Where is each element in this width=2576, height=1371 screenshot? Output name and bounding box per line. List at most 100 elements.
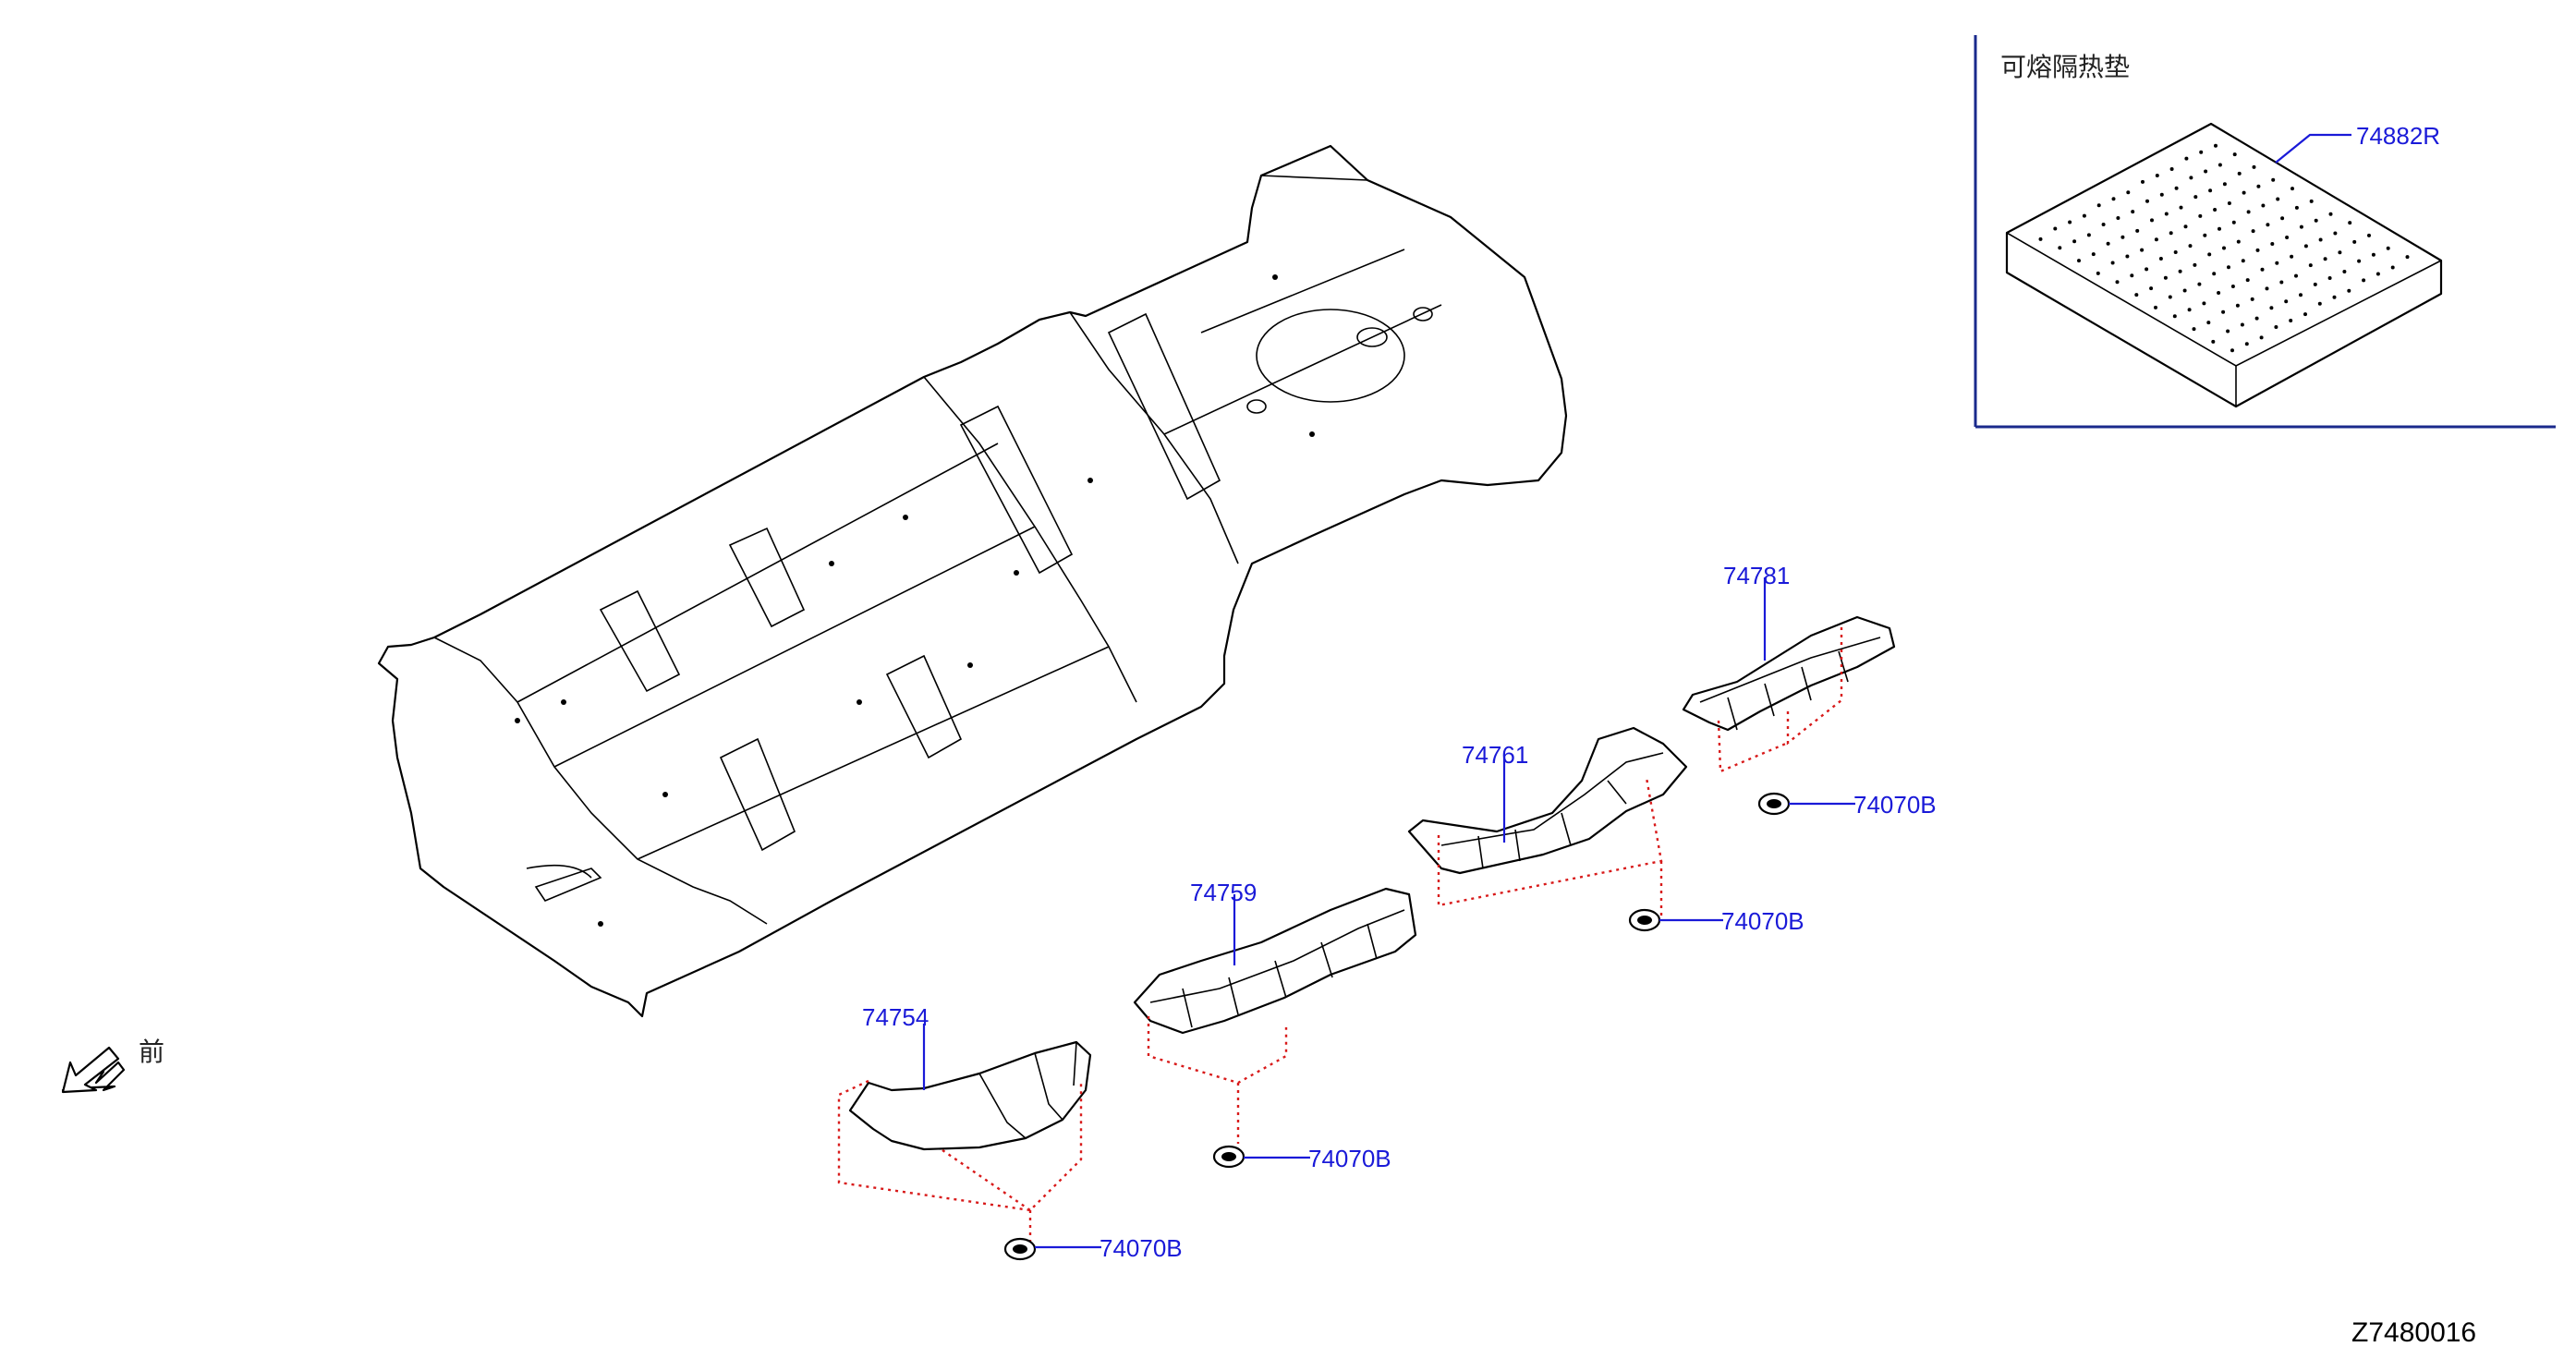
pad-texture-dot xyxy=(2255,248,2260,252)
inset-title: 可熔隔热垫 xyxy=(2000,52,2130,82)
pad-texture-dot xyxy=(2371,252,2376,257)
pad-texture-dot xyxy=(2082,213,2086,218)
pad-texture-dot xyxy=(2115,280,2120,285)
pad-texture-dot xyxy=(2206,321,2211,325)
pad-texture-dot xyxy=(2333,231,2338,236)
pad-texture-dot xyxy=(2352,239,2357,244)
pad-texture-dot xyxy=(2183,224,2188,229)
pad-texture-dot xyxy=(2242,190,2246,195)
pad-texture-dot xyxy=(2241,259,2245,263)
pad-texture-dot xyxy=(2289,319,2293,322)
pad-texture-dot xyxy=(2169,231,2173,236)
pad-texture-dot xyxy=(2193,195,2198,200)
pad-texture-dot xyxy=(2126,190,2131,195)
pad-texture-dot xyxy=(2231,220,2236,224)
pad-texture-dot xyxy=(2246,210,2251,214)
pad-texture-dot xyxy=(2213,208,2218,212)
pad-texture-dot xyxy=(2053,226,2058,231)
pad-texture-dot xyxy=(2202,301,2206,306)
pad-texture-dot xyxy=(2299,224,2303,229)
pad-texture-dot xyxy=(2299,293,2303,297)
pad-texture-dot xyxy=(2338,250,2342,255)
pad-texture-dot xyxy=(2222,182,2227,187)
pad-texture-dot xyxy=(2357,259,2362,263)
pad-texture-dot xyxy=(2169,167,2174,171)
pad-texture-dot xyxy=(2110,261,2115,265)
pad-texture-dot xyxy=(2236,239,2241,244)
pad-texture-dot xyxy=(2276,197,2280,201)
pad-texture-dot xyxy=(2317,301,2322,306)
pad-texture-dot xyxy=(2077,259,2081,263)
pad-texture-dot xyxy=(2158,257,2163,261)
pad-texture-dot xyxy=(2140,248,2145,252)
pad-texture-dot xyxy=(2245,278,2250,283)
pad-texture-dot xyxy=(2173,250,2178,254)
rear-heat-insulator-icon xyxy=(1682,615,1896,732)
pad-texture-dot xyxy=(2270,242,2275,246)
clip-icon xyxy=(1628,908,1661,932)
pad-texture-dot xyxy=(2154,237,2158,242)
pad-texture-dot xyxy=(2096,271,2100,275)
clip-number-3[interactable]: 74070B xyxy=(1308,1145,1391,1172)
pad-texture-dot xyxy=(2218,226,2221,231)
pad-texture-dot xyxy=(2038,237,2043,241)
pad-texture-dot xyxy=(2260,267,2265,272)
clip-number-1[interactable]: 74070B xyxy=(1853,791,1937,819)
pad-texture-dot xyxy=(2405,255,2410,260)
pad-texture-dot xyxy=(2187,308,2192,312)
inset-panel: 可熔隔热垫 74882R xyxy=(1974,35,2556,429)
pad-texture-dot xyxy=(2226,329,2230,334)
pad-texture-dot xyxy=(2265,286,2269,291)
pad-texture-dot xyxy=(2275,261,2279,265)
pad-texture-dot xyxy=(2218,163,2222,167)
pad-texture-dot xyxy=(2150,218,2154,223)
pad-texture-dot xyxy=(2101,223,2106,226)
pad-texture-dot xyxy=(2221,309,2226,314)
pad-texture-dot xyxy=(2155,174,2159,177)
pad-texture-dot xyxy=(2347,288,2351,293)
pad-texture-dot xyxy=(2279,280,2284,285)
pad-texture-dot xyxy=(2308,263,2313,268)
pad-texture-dot xyxy=(2269,306,2274,310)
part-number-74761[interactable]: 74761 xyxy=(1462,741,1528,769)
pad-texture-dot xyxy=(2285,236,2290,239)
pad-texture-dot xyxy=(2390,265,2395,270)
pad-texture-dot xyxy=(2149,286,2154,291)
front-label: 前 xyxy=(139,1037,164,1067)
pad-texture-dot xyxy=(2178,269,2182,273)
center-heat-insulator-icon xyxy=(1133,887,1417,1035)
pad-texture-dot xyxy=(2222,246,2226,250)
pad-texture-dot xyxy=(2217,291,2221,295)
part-number-74882R[interactable]: 74882R xyxy=(2356,122,2440,150)
pad-texture-dot xyxy=(2189,176,2193,180)
pad-texture-dot xyxy=(2303,312,2307,317)
pad-texture-dot xyxy=(2256,184,2261,188)
pad-texture-dot xyxy=(2207,252,2212,257)
pad-texture-dot xyxy=(2235,303,2240,308)
part-number-74781[interactable]: 74781 xyxy=(1723,562,1790,589)
clip-icon xyxy=(1757,792,1791,816)
pad-texture-dot xyxy=(2318,237,2323,242)
pad-texture-dot xyxy=(2261,203,2266,208)
pad-texture-dot xyxy=(2251,229,2255,234)
pad-texture-dot xyxy=(2086,233,2091,237)
clip-icon xyxy=(1003,1237,1037,1261)
pad-texture-dot xyxy=(2125,254,2130,259)
pad-texture-dot xyxy=(2058,246,2062,250)
pad-texture-dot xyxy=(2252,164,2256,169)
part-number-74759[interactable]: 74759 xyxy=(1190,879,1257,906)
pad-texture-dot xyxy=(2163,275,2168,280)
clip-number-4[interactable]: 74070B xyxy=(1100,1234,1183,1262)
pad-texture-dot xyxy=(2134,293,2139,297)
pad-texture-dot xyxy=(2211,339,2216,344)
clip-number-2[interactable]: 74070B xyxy=(1721,907,1804,935)
pad-texture-dot xyxy=(2294,273,2298,278)
pad-texture-dot xyxy=(2332,295,2337,299)
pad-texture-dot xyxy=(2309,199,2314,203)
pad-texture-dot xyxy=(2159,192,2164,197)
pad-texture-dot xyxy=(2323,257,2327,261)
pad-texture-dot xyxy=(2164,212,2169,216)
part-number-74754[interactable]: 74754 xyxy=(862,1003,929,1031)
pad-texture-dot xyxy=(2237,171,2242,176)
